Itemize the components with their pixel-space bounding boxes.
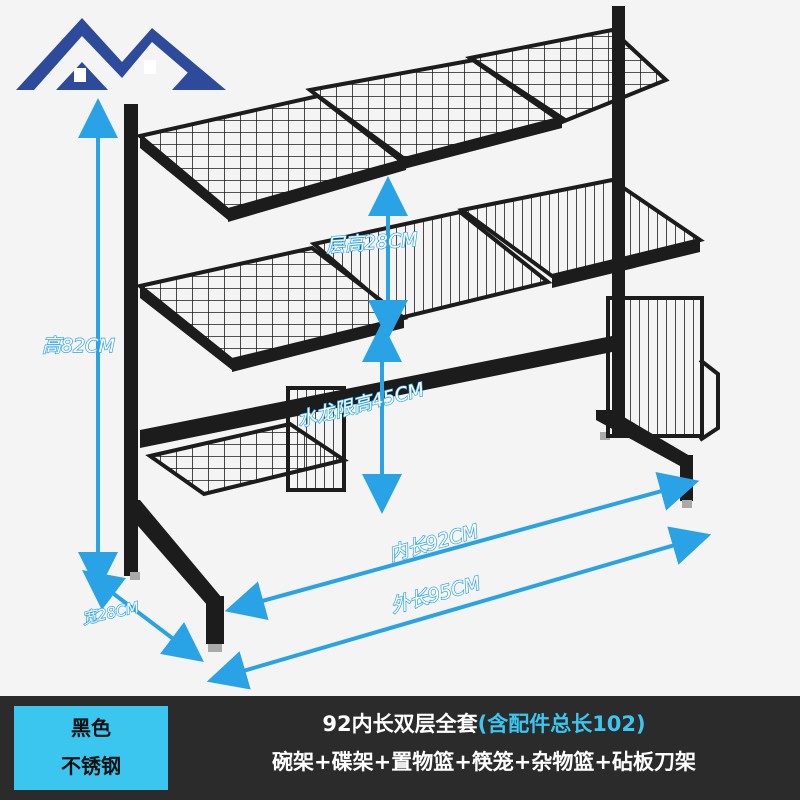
height-total-label: 高82CM bbox=[41, 335, 115, 357]
color-name: 黑色 bbox=[71, 716, 111, 740]
house-roof-logo-icon bbox=[16, 18, 226, 90]
top-shelf-baskets bbox=[135, 27, 670, 222]
set-title: 92内长双层全套(含配件总长102) bbox=[182, 714, 786, 735]
set-title-highlight: (含配件总长102) bbox=[477, 712, 646, 736]
lower-accessories bbox=[145, 296, 720, 497]
dimension-arrow-icon bbox=[78, 98, 712, 690]
set-items: 碗架+碟架+置物篮+筷笼+杂物篮+砧板刀架 bbox=[272, 750, 696, 774]
color-swatch-box: 黑色 不锈钢 bbox=[14, 706, 168, 790]
set-title-main: 92内长双层全套 bbox=[322, 712, 478, 736]
product-photo bbox=[78, 6, 720, 690]
material-name: 不锈钢 bbox=[61, 754, 121, 778]
